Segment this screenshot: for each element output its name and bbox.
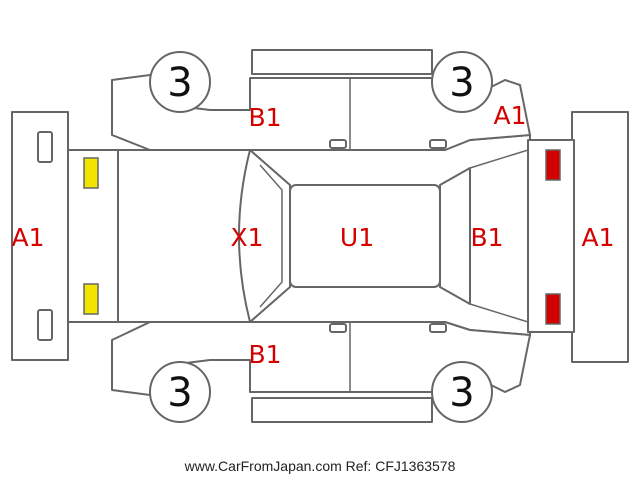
wheel-front-left: 3: [149, 51, 211, 113]
wheel-rear-left: 3: [431, 51, 493, 113]
top-side-panel: [111, 74, 531, 151]
code-rear-bumper: A1: [581, 223, 614, 252]
bottom-running-board: [251, 397, 433, 423]
code-front-bumper: A1: [11, 223, 44, 252]
front-light-bottom: [83, 283, 99, 315]
wheel-rear-right: 3: [431, 361, 493, 423]
top-running-board: [251, 49, 433, 75]
rear-gate-outline: [469, 148, 529, 324]
footer-reference: www.CarFromJapan.com Ref: CFJ1363578: [184, 458, 456, 474]
code-hood: X1: [230, 223, 263, 252]
code-left-door: B1: [248, 103, 281, 132]
svg-text:3: 3: [167, 370, 192, 416]
code-right-door: B1: [248, 340, 281, 369]
front-bumper: [11, 111, 69, 361]
svg-text:3: 3: [449, 60, 474, 106]
rear-light-bottom: [545, 293, 561, 325]
wheel-front-right: 3: [149, 361, 211, 423]
svg-text:3: 3: [167, 60, 192, 106]
code-roof: U1: [340, 223, 374, 252]
rear-light-top: [545, 149, 561, 181]
rear-window: [439, 167, 471, 305]
svg-text:3: 3: [449, 370, 474, 416]
front-light-top: [83, 157, 99, 189]
code-rear-gate: B1: [470, 223, 503, 252]
code-rear-right-fender: A1: [493, 101, 526, 130]
hood-windshield: [238, 149, 291, 323]
